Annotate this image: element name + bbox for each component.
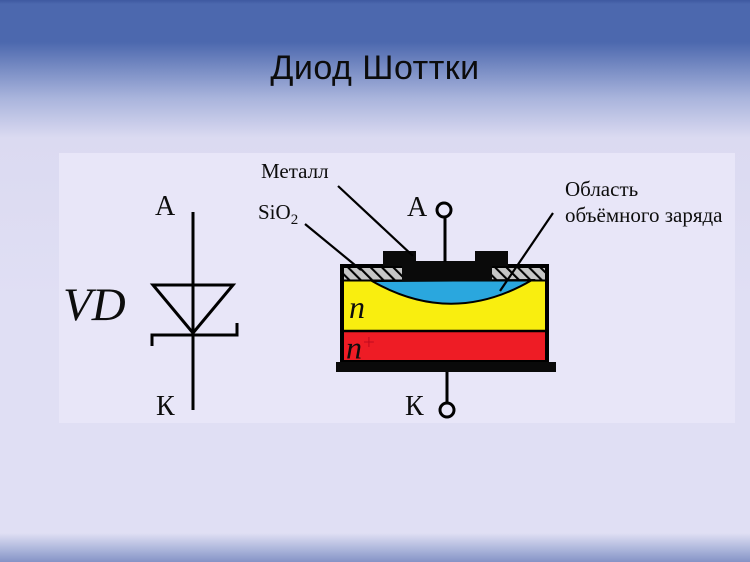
slide-title: Диод Шоттки <box>270 49 480 87</box>
charge-region-label-line2: объёмного заряда <box>565 203 723 227</box>
metal-label: Металл <box>261 159 329 183</box>
oxide-label-subscript: 2 <box>290 212 299 229</box>
oxide-label-text: SiO <box>258 200 291 224</box>
nplus-region-label: n+ <box>346 323 375 366</box>
charge-region-label: Область объёмного заряда <box>565 176 723 228</box>
oxide-label: SiO2 <box>258 199 298 233</box>
nplus-label-base: n <box>346 329 362 366</box>
nplus-label-superscript: + <box>363 330 375 354</box>
symbol-designator-label: VD <box>63 279 126 331</box>
symbol-cathode-label: К <box>156 391 175 422</box>
charge-region-label-line1: Область <box>565 177 639 201</box>
symbol-anode-label: А <box>155 191 176 222</box>
n-region-label: n <box>349 289 365 325</box>
structure-cathode-label: К <box>405 391 424 422</box>
structure-anode-label: А <box>407 192 428 223</box>
